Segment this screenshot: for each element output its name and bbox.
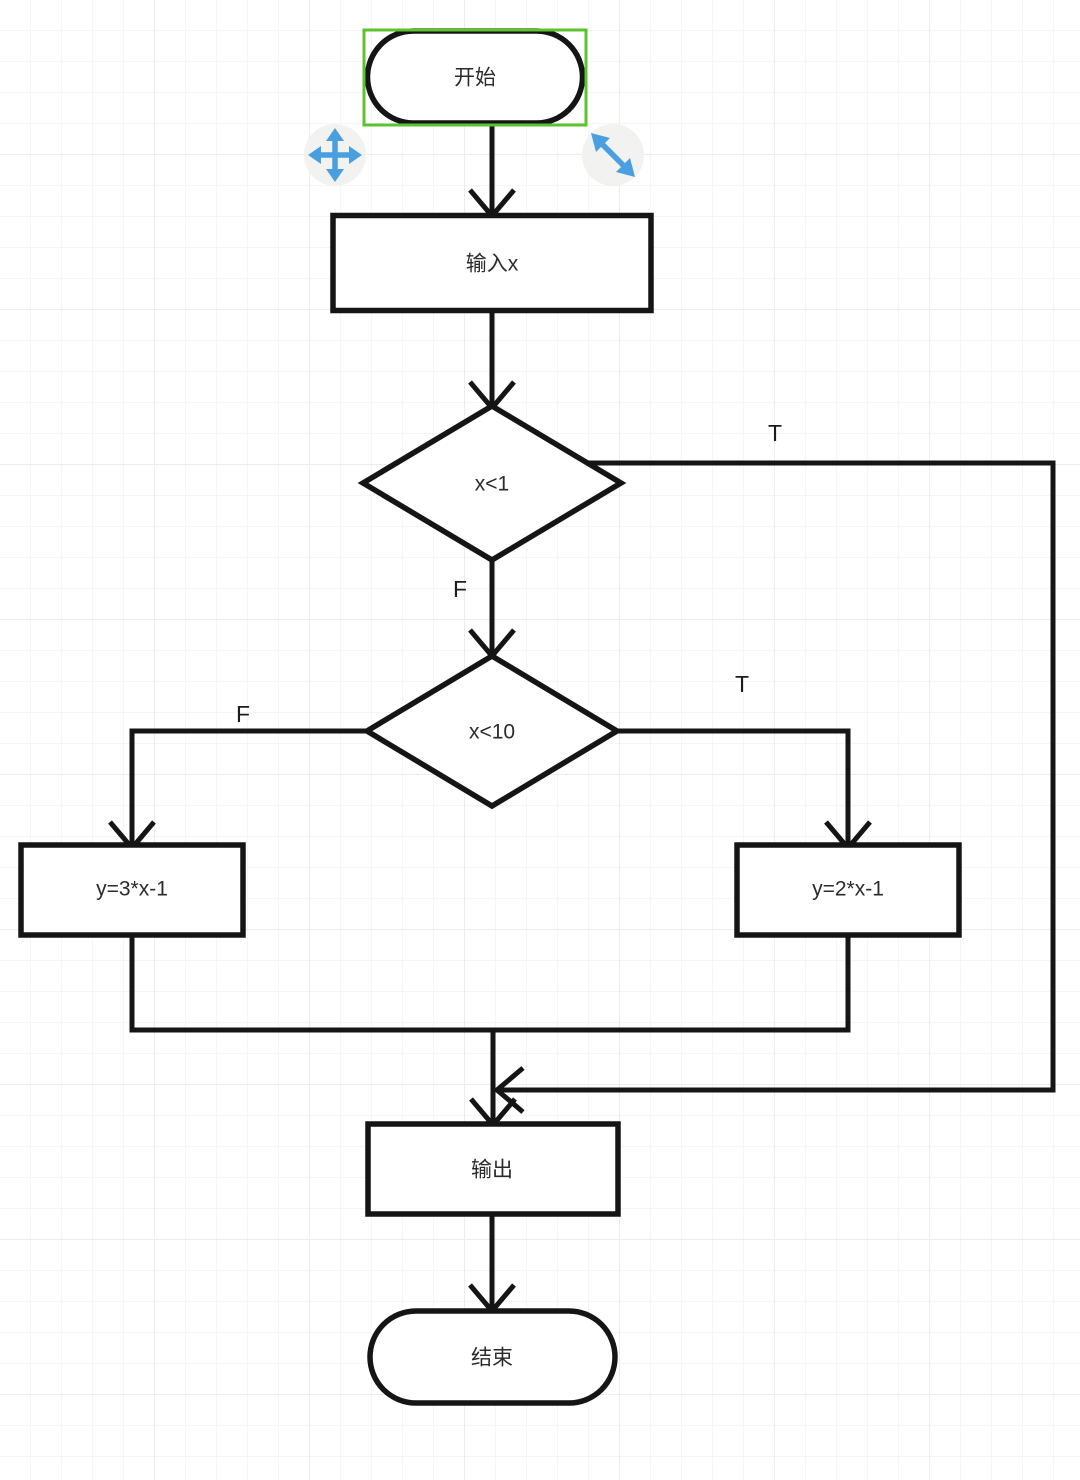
move-handle[interactable] xyxy=(304,124,366,186)
node-cond2-label: x<10 xyxy=(469,721,515,744)
node-input[interactable]: 输入x xyxy=(330,212,654,314)
selection-layer[interactable] xyxy=(304,28,644,186)
resize-diagonal-icon xyxy=(591,133,635,177)
edge-proc2-to-merge[interactable] xyxy=(493,933,851,1033)
edge-label-cond2-false: F xyxy=(236,701,250,727)
node-input-shape[interactable] xyxy=(330,212,654,314)
node-cond1-label: x<1 xyxy=(475,473,509,496)
resize-handle[interactable] xyxy=(582,124,644,186)
edge-cond2-true[interactable] xyxy=(617,728,851,845)
node-output[interactable]: 输出 xyxy=(365,1121,621,1217)
connector-layer xyxy=(108,123,1056,1315)
edge-label-cond1-true: T xyxy=(768,420,782,446)
arrow-head-cond1-true xyxy=(493,1066,525,1114)
edge-cond1-true[interactable] xyxy=(500,460,1056,1093)
node-cond2[interactable]: x<10 xyxy=(361,652,623,810)
node-proc1[interactable]: y=3*x-1 xyxy=(18,842,246,938)
node-output-shape[interactable] xyxy=(365,1121,621,1217)
edge-label-layer: T F F T xyxy=(236,420,782,727)
selection-rectangle[interactable] xyxy=(362,28,588,127)
node-proc2-label: y=2*x-1 xyxy=(812,878,884,901)
edge-proc1-to-merge[interactable] xyxy=(129,933,493,1033)
node-end-label: 结束 xyxy=(471,1347,513,1370)
node-start-label: 开始 xyxy=(454,67,496,90)
node-cond1-shape[interactable] xyxy=(357,402,627,564)
node-input-label: 输入x xyxy=(466,253,519,276)
node-end-shape[interactable] xyxy=(367,1308,618,1406)
node-cond2-shape[interactable] xyxy=(361,652,623,810)
node-layer: 开始 输入x x<1 x<10 y=3*x-1 xyxy=(18,28,962,1406)
edge-label-cond1-false: F xyxy=(453,576,467,602)
node-proc2-shape[interactable] xyxy=(734,842,962,938)
move-four-arrows-icon xyxy=(308,128,362,182)
node-output-label: 输出 xyxy=(471,1159,513,1182)
node-proc2[interactable]: y=2*x-1 xyxy=(734,842,962,938)
edge-label-cond2-true: T xyxy=(735,671,749,697)
node-proc1-label: y=3*x-1 xyxy=(96,878,168,901)
node-cond1[interactable]: x<1 xyxy=(357,402,627,564)
node-proc1-shape[interactable] xyxy=(18,842,246,938)
node-end[interactable]: 结束 xyxy=(367,1308,618,1406)
edge-cond2-false[interactable] xyxy=(129,728,367,845)
node-start[interactable]: 开始 xyxy=(364,28,586,126)
